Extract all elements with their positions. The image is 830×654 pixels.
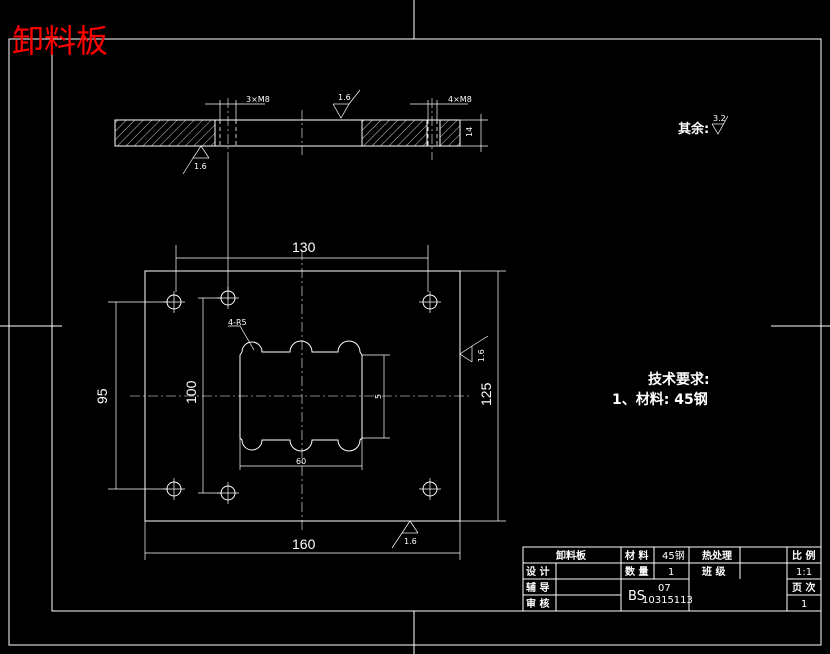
- tb-guide-label: 辅 导: [526, 581, 549, 594]
- dim-160: 160: [144, 521, 461, 560]
- plan-view: 4-R5 130 160 95 100: [94, 160, 506, 560]
- svg-text:1.6: 1.6: [477, 349, 486, 362]
- other-roughness-label: 其余:: [678, 121, 709, 137]
- svg-text:100: 100: [183, 380, 199, 404]
- tb-qty-label: 数 量: [625, 565, 648, 578]
- svg-text:160: 160: [292, 536, 316, 552]
- hatch-right: [439, 119, 461, 147]
- svg-text:5: 5: [374, 394, 383, 399]
- hole-bottom-right: [419, 478, 441, 500]
- tb-scale-label: 比 例: [792, 549, 815, 562]
- hatch-mid: [361, 119, 428, 147]
- tech-heading: 技术要求:: [648, 371, 710, 388]
- svg-text:1.6: 1.6: [194, 162, 207, 171]
- roughness-symbol-right: 1.6: [459, 335, 489, 363]
- other-roughness: 其余: 3.2: [678, 114, 729, 137]
- tb-class-label: 班 级: [702, 565, 726, 578]
- roughness-symbol-bottom: 1.6: [182, 145, 210, 175]
- tb-bs-label: BS: [628, 589, 645, 604]
- side-view: 3×M8 4×M8 14 1.6 1.6: [114, 89, 488, 175]
- roughness-symbol-bottom-plan: 1.6: [391, 520, 419, 549]
- svg-text:60: 60: [296, 457, 306, 466]
- tb-page-label: 页 次: [792, 581, 815, 594]
- tb-qty-value: 1: [668, 567, 674, 578]
- svg-text:1.6: 1.6: [338, 93, 351, 102]
- title-block: 卸料板 材 料 45钢 热处理 比 例 设 计 数 量 1 班 级 1:1 辅 …: [522, 546, 822, 612]
- svg-text:130: 130: [292, 239, 316, 255]
- svg-text:125: 125: [478, 382, 494, 406]
- dim-slot-width: 60: [239, 438, 363, 470]
- side-thickness: 14: [465, 127, 474, 137]
- side-dim-left: 3×M8: [246, 95, 270, 104]
- tb-part-name: 卸料板: [556, 549, 587, 562]
- dim-125: 125: [460, 270, 506, 522]
- tb-design-label: 设 计: [526, 565, 549, 578]
- tb-review-label: 审 核: [526, 597, 549, 610]
- hatch-left: [114, 119, 216, 147]
- dim-slot-height: 5: [362, 354, 390, 439]
- tb-page-value: 1: [801, 599, 807, 610]
- tb-material-value: 45钢: [662, 549, 685, 562]
- tech-requirements: 技术要求: 1、材料: 45钢: [612, 371, 710, 408]
- tb-class-code: 07: [658, 583, 671, 594]
- tb-scale-value: 1:1: [796, 567, 812, 578]
- tb-student-no: 10315113: [642, 595, 693, 606]
- note-radius: 4-R5: [228, 318, 247, 327]
- dim-130: 130: [175, 239, 429, 292]
- svg-text:1.6: 1.6: [404, 537, 417, 546]
- roughness-symbol-top: 1.6: [332, 89, 361, 119]
- tb-heat-treat-label: 热处理: [702, 549, 732, 562]
- side-dim-right: 4×M8: [448, 95, 472, 104]
- svg-text:95: 95: [94, 388, 110, 404]
- dim-95: 95: [94, 301, 168, 490]
- other-roughness-value: 3.2: [713, 114, 726, 123]
- drawing-title: 卸料板: [12, 22, 108, 60]
- tech-item-1: 1、材料: 45钢: [612, 391, 708, 408]
- hole-top-right: [419, 291, 441, 313]
- tb-material-label: 材 料: [625, 549, 648, 562]
- dim-100: 100: [183, 297, 222, 494]
